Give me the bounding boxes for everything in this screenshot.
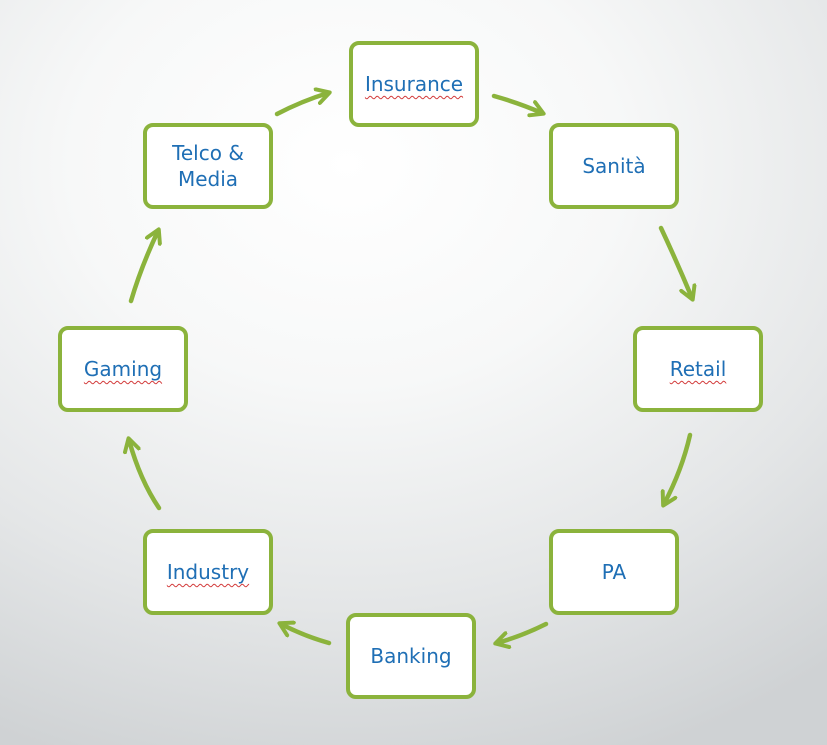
node-sanita: Sanità [549, 123, 679, 209]
node-pa: PA [549, 529, 679, 615]
node-insurance: Insurance [349, 41, 479, 127]
node-label-insurance: Insurance [364, 72, 464, 96]
arrow-banking-to-industry [281, 624, 332, 646]
node-label-gaming: Gaming [83, 357, 163, 381]
arrow-industry-to-gaming [129, 440, 162, 511]
arrow-sanita-to-retail [658, 225, 692, 298]
arrow-insurance-to-sanita [491, 93, 542, 113]
arrow-gaming-to-telco [128, 231, 158, 304]
node-retail: Retail [633, 326, 763, 412]
node-label-banking: Banking [370, 644, 452, 668]
node-label-industry: Industry [166, 560, 250, 584]
node-gaming: Gaming [58, 326, 188, 412]
arrow-pa-to-banking [497, 621, 549, 643]
node-banking: Banking [346, 613, 476, 699]
arrow-retail-to-pa [664, 432, 693, 504]
node-label-sanita: Sanità [582, 154, 646, 178]
node-industry: Industry [143, 529, 273, 615]
node-label-retail: Retail [669, 357, 727, 381]
arrow-telco-to-insurance [274, 93, 328, 117]
node-label-pa: PA [601, 560, 627, 584]
node-telco-media: Telco & Media [143, 123, 273, 209]
node-label-telco-media: Telco & Media [172, 141, 244, 191]
